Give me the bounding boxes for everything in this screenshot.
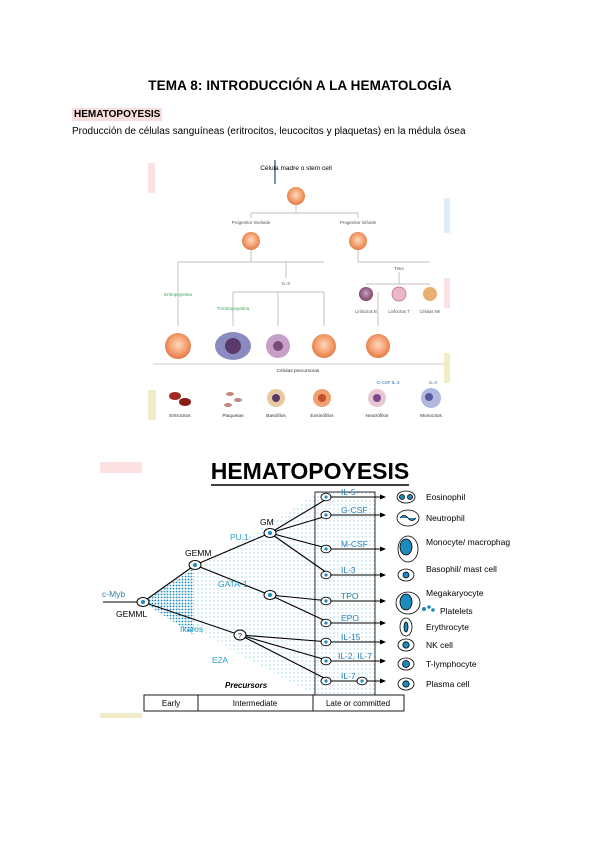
cell-name: Erythrocyte bbox=[426, 622, 469, 632]
factor-label: IL-2, IL-7 bbox=[338, 651, 372, 661]
svg-text:Células NK: Células NK bbox=[420, 309, 441, 314]
cell-name: Monocyte/ macrophage bbox=[426, 537, 510, 547]
precursors-label: Precursors bbox=[225, 681, 268, 690]
page-title: TEMA 8: INTRODUCCIÓN A LA HEMATOLOGÍA bbox=[148, 78, 452, 93]
cell-label: Basófilos bbox=[266, 413, 286, 419]
svg-text:G-CSF IL-3: G-CSF IL-3 bbox=[376, 380, 400, 385]
svg-text:IL-3: IL-3 bbox=[429, 380, 437, 385]
factor-label: M-CSF bbox=[341, 539, 368, 549]
decorative-strip bbox=[444, 278, 450, 308]
cell-label: Neutrófilos bbox=[366, 413, 390, 419]
svg-text:Células precursoras: Células precursoras bbox=[277, 368, 320, 374]
cell-name: Megakaryocyte bbox=[426, 588, 484, 598]
cell-name: Neutrophil bbox=[426, 513, 465, 523]
svg-text:Linfocitos B: Linfocitos B bbox=[355, 309, 377, 314]
factor-label: TPO bbox=[341, 591, 359, 601]
cell-label: Eritrocitos bbox=[169, 413, 191, 419]
stem-cell-label: Célula madre o stem cell bbox=[260, 165, 332, 172]
cell-label: Plaquetas bbox=[222, 413, 244, 419]
cell-label: Eosinófilos bbox=[310, 413, 334, 419]
factor-label: IL-15 bbox=[341, 632, 361, 642]
svg-text:Eritropoyetina: Eritropoyetina bbox=[164, 292, 192, 297]
decorative-strip bbox=[444, 353, 450, 383]
stage-label: Intermediate bbox=[233, 699, 278, 708]
gemml-label: GEMML bbox=[116, 609, 147, 619]
decorative-strip bbox=[148, 390, 156, 420]
svg-text:Linfocitos T: Linfocitos T bbox=[388, 309, 410, 314]
section-heading: HEMATOPOYESIS bbox=[72, 108, 163, 121]
factor-label: IL-3 bbox=[341, 565, 356, 575]
hematopoiesis-figure-2: HEMATOPOYESIS ? bbox=[100, 458, 510, 718]
cell-name: Plasma cell bbox=[426, 679, 470, 689]
cell-label: Monocitos bbox=[420, 413, 442, 419]
intro-paragraph: Producción de células sanguíneas (eritro… bbox=[72, 126, 466, 137]
decorative-strip bbox=[444, 198, 450, 233]
cell-name: Basophil/ mast cell bbox=[426, 564, 497, 574]
svg-text:Progenitor mieloide: Progenitor mieloide bbox=[232, 220, 271, 225]
gemm-label: GEMM bbox=[185, 548, 211, 558]
svg-text:Timo: Timo bbox=[394, 266, 404, 271]
figure-title: HEMATOPOYESIS bbox=[211, 458, 410, 484]
stage-label: Early bbox=[162, 699, 180, 708]
decorative-strip bbox=[100, 462, 142, 473]
e2a-label: E2A bbox=[212, 655, 228, 665]
hematopoiesis-figure-1: Célula madre o stem cell Progenitor miel… bbox=[148, 160, 450, 420]
svg-text:IL-3: IL-3 bbox=[282, 281, 290, 286]
factor-label: IL-5 bbox=[341, 487, 356, 497]
svg-text:Progenitor linfoide: Progenitor linfoide bbox=[340, 220, 377, 225]
factor-label: EPO bbox=[341, 613, 359, 623]
ikaros-label: Ikaros bbox=[180, 624, 203, 634]
svg-text:?: ? bbox=[238, 633, 242, 640]
cell-name: Platelets bbox=[440, 606, 473, 616]
cmyb-label: c-Myb bbox=[102, 589, 125, 599]
cell-name: Eosinophil bbox=[426, 492, 465, 502]
factor-label: G-CSF bbox=[341, 505, 367, 515]
stage-label: Late or committed bbox=[326, 699, 390, 708]
gm-label: GM bbox=[260, 517, 274, 527]
pu1-label: PU.1 bbox=[230, 532, 249, 542]
decorative-strip bbox=[100, 713, 142, 718]
cell-name: NK cell bbox=[426, 640, 453, 650]
gata1-label: GATA-1 bbox=[218, 579, 248, 589]
decorative-strip bbox=[148, 163, 155, 193]
factor-label: IL-7 bbox=[341, 671, 356, 681]
svg-text:Trombopoyetina: Trombopoyetina bbox=[217, 306, 250, 311]
cell-name: T-lymphocyte bbox=[426, 659, 477, 669]
